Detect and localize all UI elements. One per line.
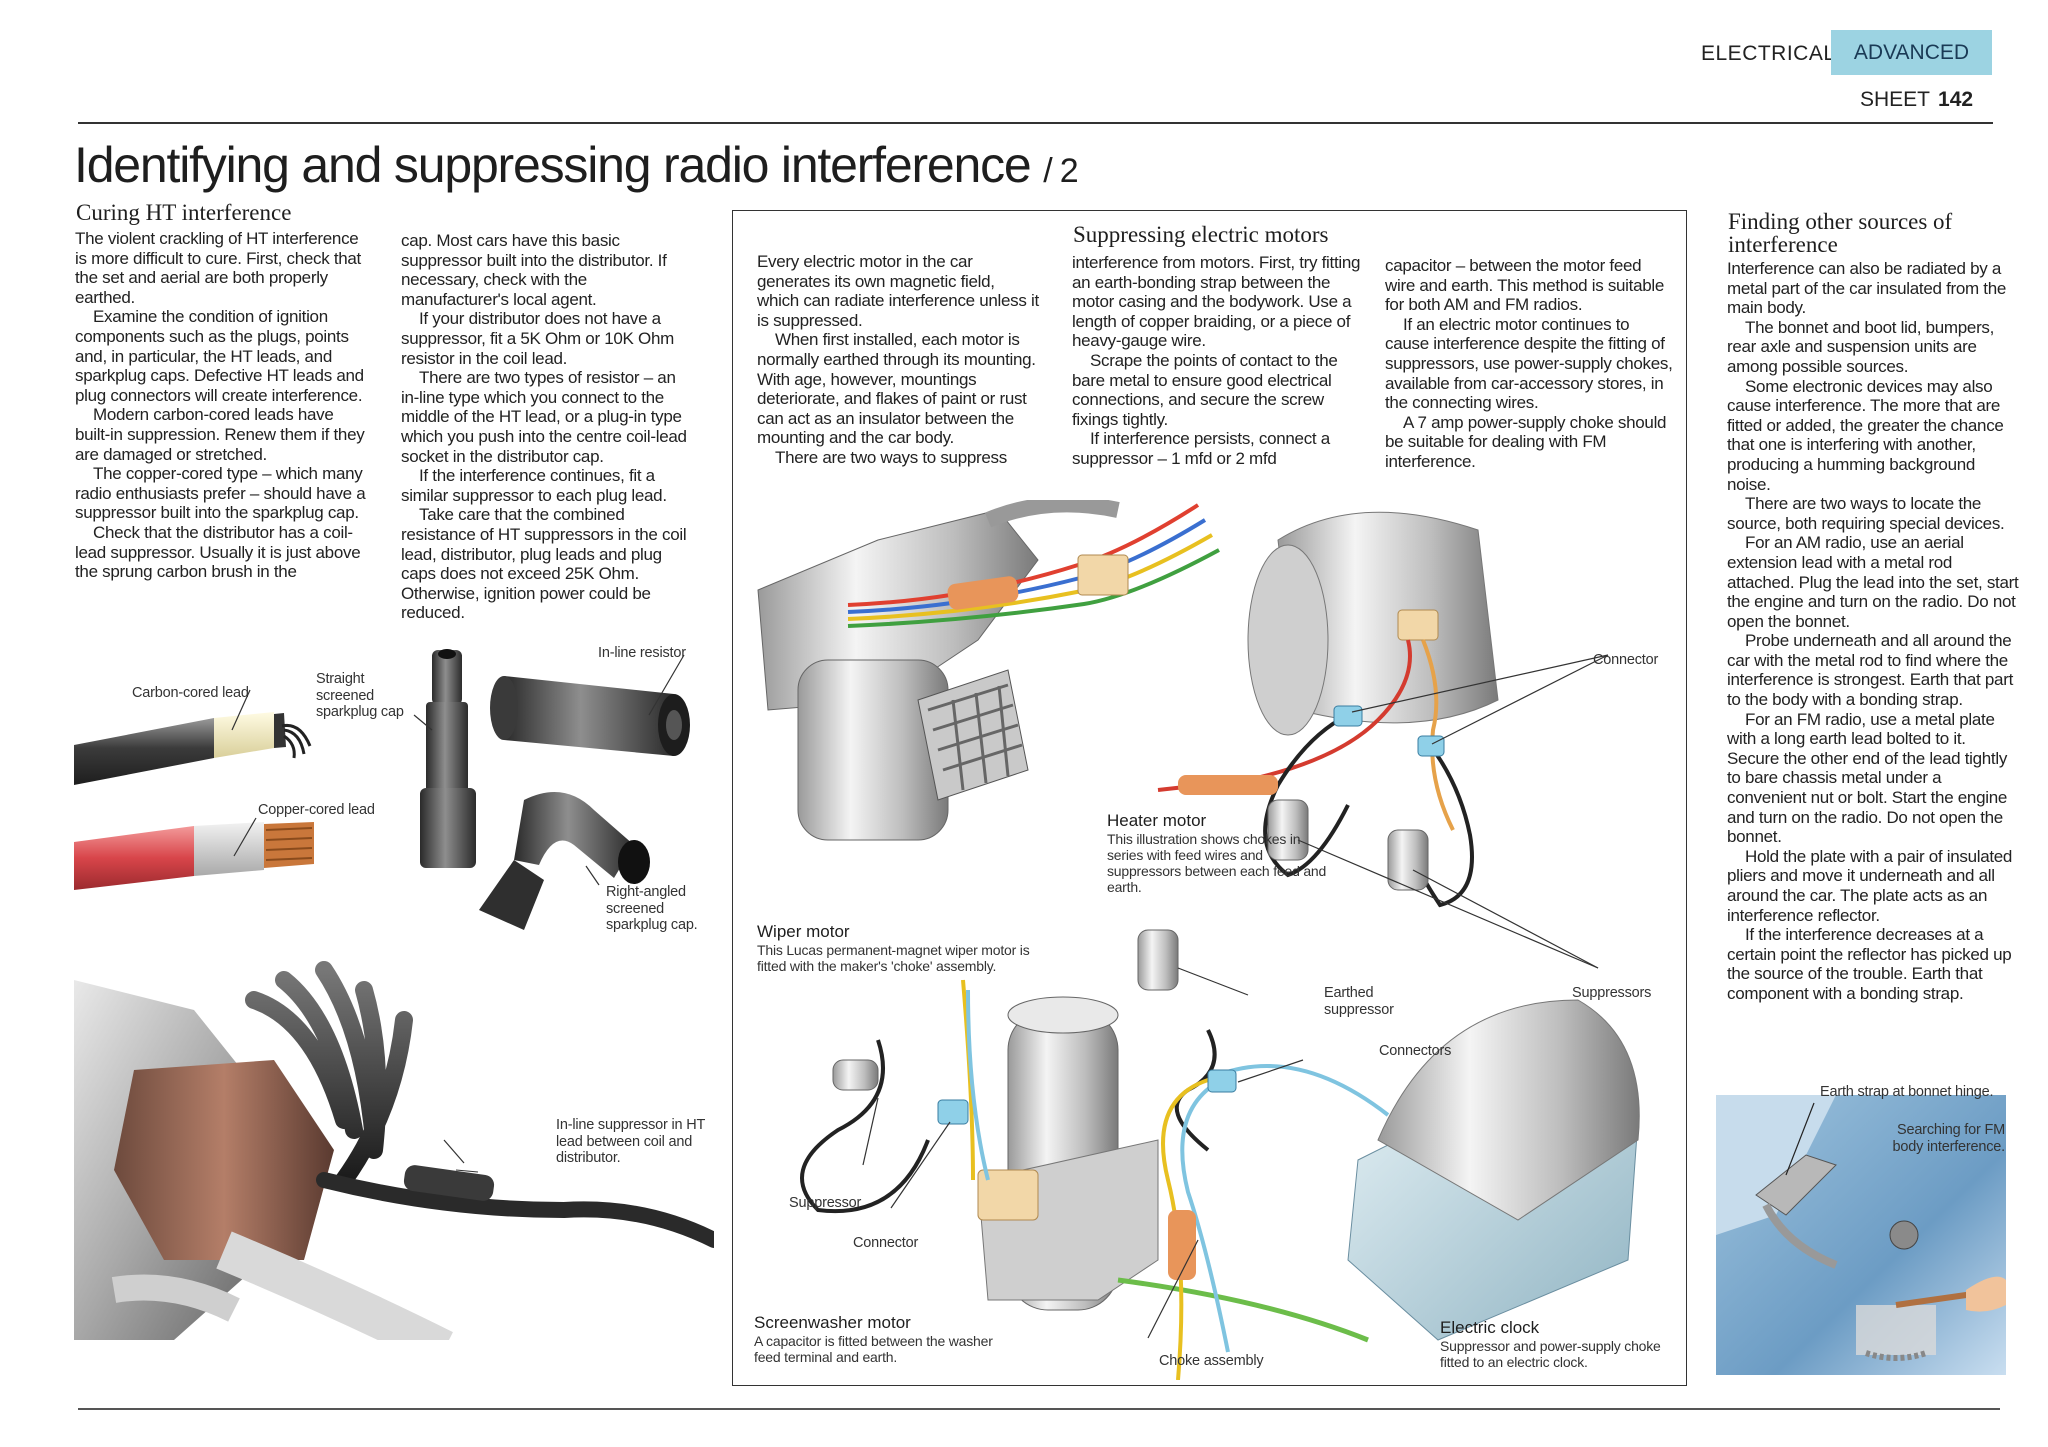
paragraph: Probe underneath and all around the car … (1727, 631, 2013, 710)
paragraph: If the interference continues, fit a sim… (401, 466, 667, 505)
searching-fm-label: Searching for FM body interference. (1892, 1122, 2006, 1155)
level-badge: ADVANCED (1831, 30, 1992, 75)
paragraph: Scrape the points of contact to the bare… (1072, 350, 1338, 429)
copper-cored-lead-label: Copper-cored lead (258, 802, 375, 818)
paragraph: Every electric motor in the car generate… (757, 252, 1039, 330)
paragraph: If an electric motor continues to cause … (1385, 314, 1673, 413)
paragraph: There are two types of resistor – an in-… (401, 368, 687, 466)
motors-column-1: Every electric motor in the car generate… (757, 252, 1039, 468)
wiper-motor-caption: Wiper motor This Lucas permanent-magnet … (757, 922, 1030, 974)
motors-column-3: capacitor – between the motor feed wire … (1385, 256, 1675, 472)
paragraph: capacitor – between the motor feed wire … (1385, 256, 1665, 315)
footer-rule (78, 1408, 2000, 1410)
motors-panel (732, 210, 1687, 1386)
curing-ht-column-1: The violent crackling of HT interference… (75, 229, 371, 582)
right-angled-cap-label: Right-angled screened sparkplug cap. (606, 884, 698, 933)
other-sources-column: Interference can also be radiated by a m… (1727, 259, 2022, 1004)
connectors-label: Connectors (1379, 1043, 1452, 1059)
paragraph: Some electronic devices may also cause i… (1727, 376, 2004, 494)
electric-clock-caption: Electric clock Suppressor and power-supp… (1440, 1318, 1661, 1370)
distributor-illustration (74, 961, 714, 1340)
paragraph: For an AM radio, use an aerial extension… (1727, 533, 2019, 631)
paragraph: A 7 amp power-supply choke should be sui… (1385, 412, 1667, 471)
suppressor-label: Suppressor (789, 1195, 862, 1211)
fm-search-illustration (1716, 1095, 2006, 1375)
screenwasher-motor-caption: Screenwasher motor A capacitor is fitted… (754, 1313, 993, 1365)
page-title: Identifying and suppressing radio interf… (74, 137, 1079, 193)
paragraph: interference from motors. First, try fit… (1072, 253, 1361, 351)
paragraph: If the interference decreases at a certa… (1727, 925, 2012, 1003)
motors-illustration (757, 500, 1640, 1380)
paragraph: If your distributor does not have a supp… (401, 309, 674, 368)
inline-suppressor-label: In-line suppressor in HT lead between co… (556, 1117, 705, 1166)
paragraph: Check that the distributor has a coil-le… (75, 522, 361, 582)
washer-connector-label: Connector (853, 1235, 919, 1251)
motors-column-2: interference from motors. First, try fit… (1072, 253, 1362, 469)
paragraph: The bonnet and boot lid, bumpers, rear a… (1727, 317, 1995, 376)
header-rule (78, 122, 1993, 124)
paragraph: Hold the plate with a pair of insulated … (1727, 846, 2013, 925)
paragraph: Modern carbon-cored leads have built-in … (75, 405, 365, 464)
curing-ht-column-2: cap. Most cars have this basic suppresso… (401, 231, 697, 623)
paragraph: The copper-cored type – which many radio… (75, 464, 366, 523)
inline-resistor-label: In-line resistor (598, 645, 686, 661)
paragraph: For an FM radio, use a metal plate with … (1727, 709, 2008, 847)
paragraph: There are two ways to locate the source,… (1727, 494, 2005, 533)
straight-cap-label: Straight screened sparkplug cap (316, 671, 404, 720)
paragraph: The violent crackling of HT interference… (75, 229, 361, 307)
motors-heading: Suppressing electric motors (1073, 222, 1329, 247)
suppressors-label: Suppressors (1572, 985, 1652, 1001)
carbon-cored-lead-label: Carbon-cored lead (132, 685, 249, 701)
curing-ht-heading: Curing HT interference (76, 200, 292, 225)
heater-motor-caption: Heater motor This illustration shows cho… (1107, 811, 1327, 895)
ht-leads-illustration (74, 649, 690, 930)
earth-strap-label: Earth strap at bonnet hinge. (1820, 1084, 1994, 1100)
other-sources-heading: Finding other sources of interference (1728, 209, 1953, 257)
paragraph: cap. Most cars have this basic suppresso… (401, 231, 667, 309)
paragraph: If interference persists, connect a supp… (1072, 429, 1330, 468)
earthed-suppressor-label: Earthed suppressor (1324, 985, 1394, 1018)
paragraph: When first installed, each motor is norm… (757, 330, 1036, 448)
paragraph: There are two ways to suppress (775, 447, 1007, 467)
connector-label: Connector (1593, 652, 1659, 668)
paragraph: Interference can also be radiated by a m… (1727, 259, 2007, 318)
category-label: ELECTRICAL (1701, 42, 1836, 65)
paragraph: Examine the condition of ignition compon… (75, 307, 364, 405)
paragraph: Take care that the combined resistance o… (401, 505, 687, 623)
choke-assembly-label: Choke assembly (1159, 1353, 1264, 1369)
